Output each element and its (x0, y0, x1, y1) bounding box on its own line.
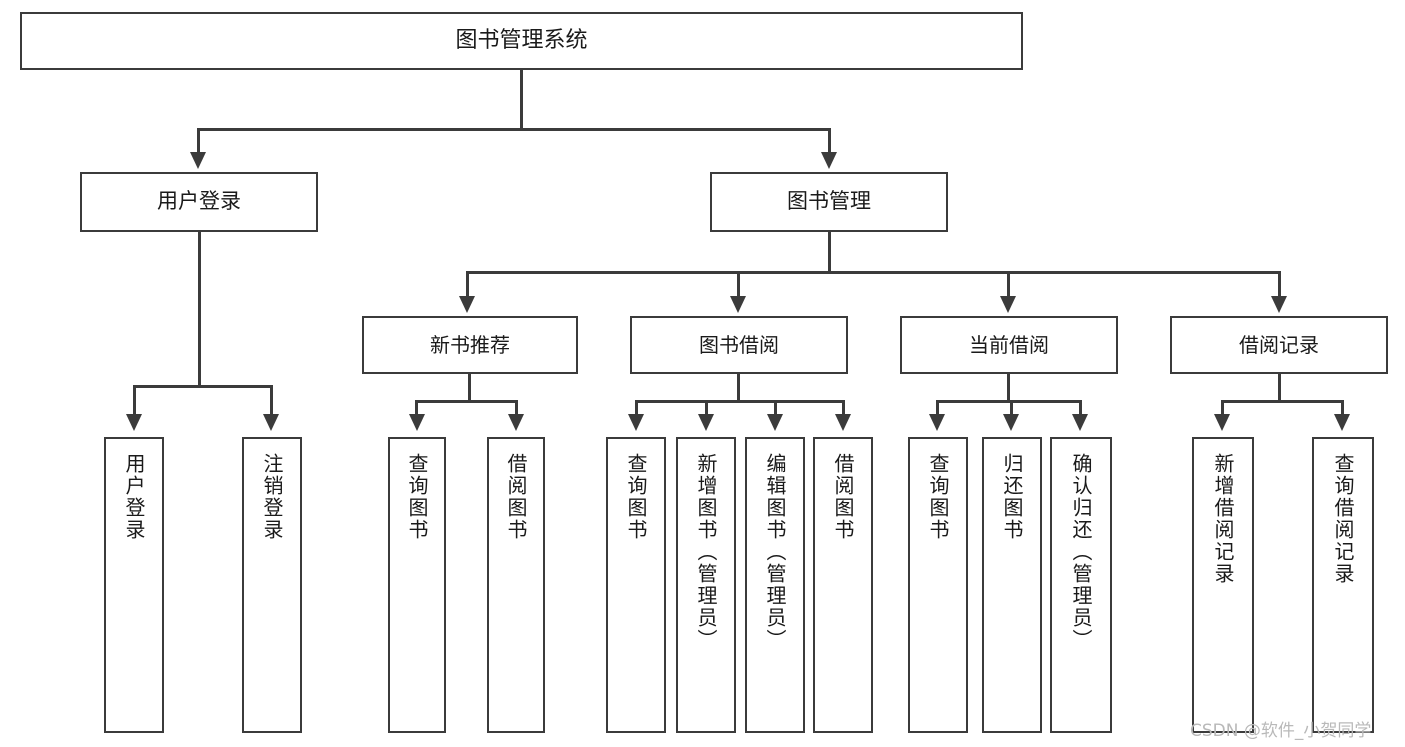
node-leaf-user-logout[interactable]: 注销登录 (242, 437, 302, 733)
arrowhead-leaf-user-logout (263, 414, 279, 431)
node-book-borrow-label: 图书借阅 (699, 332, 779, 357)
connector-book-borrow-stem (737, 374, 740, 402)
connector-bm-to-book-borrow (737, 271, 740, 298)
arrowhead-user-login (190, 152, 206, 169)
node-borrow-record[interactable]: 借阅记录 (1170, 316, 1388, 374)
connector-cb-to-confirm-return (1079, 400, 1082, 417)
node-current-borrow-label: 当前借阅 (969, 332, 1049, 357)
arrowhead-new-book-recommend (459, 296, 475, 313)
arrowhead-book-borrow (730, 296, 746, 313)
arrowhead-leaf-borrow-book-1 (508, 414, 524, 431)
node-current-borrow[interactable]: 当前借阅 (900, 316, 1118, 374)
node-leaf-query-book-2-label: 查询图书 (624, 453, 648, 541)
node-leaf-edit-book[interactable]: 编辑图书（管理员） (745, 437, 805, 733)
node-leaf-borrow-book-2[interactable]: 借阅图书 (813, 437, 873, 733)
arrowhead-current-borrow (1000, 296, 1016, 313)
node-new-book-recommend-label: 新书推荐 (430, 332, 510, 357)
node-leaf-query-record-label: 查询借阅记录 (1331, 453, 1355, 585)
node-leaf-add-record-label: 新增借阅记录 (1211, 453, 1235, 585)
connector-user-login-to-leaf-1 (133, 385, 136, 417)
node-book-manage-label: 图书管理 (787, 189, 871, 214)
connector-root-to-book-manage (828, 128, 831, 156)
node-book-borrow[interactable]: 图书借阅 (630, 316, 848, 374)
node-new-book-recommend[interactable]: 新书推荐 (362, 316, 578, 374)
node-leaf-query-book-3[interactable]: 查询图书 (908, 437, 968, 733)
connector-bm-to-new-book (466, 271, 469, 298)
connector-current-borrow-stem (1007, 374, 1010, 402)
csdn-watermark: CSDN @软件_小贺同学 (1190, 721, 1372, 741)
connector-current-borrow-bus (936, 400, 1082, 403)
arrowhead-leaf-add-record (1214, 414, 1230, 431)
connector-root-stem (520, 70, 523, 129)
connector-new-book-stem (468, 374, 471, 402)
connector-bb-to-query-book (635, 400, 638, 417)
node-root-label: 图书管理系统 (455, 27, 588, 53)
node-leaf-confirm-return[interactable]: 确认归还（管理员） (1050, 437, 1112, 733)
connector-cb-to-query-book (936, 400, 939, 417)
node-leaf-borrow-book-1[interactable]: 借阅图书 (487, 437, 545, 733)
node-leaf-add-record[interactable]: 新增借阅记录 (1192, 437, 1254, 733)
connector-cb-to-return-book (1010, 400, 1013, 417)
connector-user-login-bus (133, 385, 270, 388)
connector-new-book-bus (415, 400, 518, 403)
arrowhead-leaf-query-book-1 (409, 414, 425, 431)
connector-book-manage-stem (828, 232, 831, 273)
arrowhead-leaf-return-book (1003, 414, 1019, 431)
connector-user-login-to-leaf-2 (270, 385, 273, 417)
connector-root-to-user-login (197, 128, 200, 156)
node-leaf-user-login-label: 用户登录 (122, 453, 146, 541)
node-leaf-user-logout-label: 注销登录 (260, 453, 284, 541)
connector-bm-to-borrow-record (1278, 271, 1281, 298)
node-root[interactable]: 图书管理系统 (20, 12, 1023, 70)
connector-br-to-add-record (1221, 400, 1224, 417)
connector-borrow-record-bus (1221, 400, 1343, 403)
arrowhead-borrow-record (1271, 296, 1287, 313)
node-user-login[interactable]: 用户登录 (80, 172, 318, 232)
connector-book-borrow-bus (635, 400, 844, 403)
connector-user-login-stem (198, 232, 201, 387)
node-user-login-label: 用户登录 (157, 189, 241, 214)
connector-bb-to-borrow-book (842, 400, 845, 417)
node-leaf-return-book-label: 归还图书 (1000, 453, 1024, 541)
node-leaf-edit-book-label: 编辑图书（管理员） (763, 453, 787, 651)
connector-nb-to-query-book (415, 400, 418, 417)
connector-nb-to-borrow-book (515, 400, 518, 417)
arrowhead-leaf-add-book (698, 414, 714, 431)
arrowhead-leaf-confirm-return (1072, 414, 1088, 431)
node-book-manage[interactable]: 图书管理 (710, 172, 948, 232)
arrowhead-leaf-query-book-3 (929, 414, 945, 431)
arrowhead-leaf-query-record (1334, 414, 1350, 431)
connector-br-to-query-record (1341, 400, 1344, 417)
node-leaf-query-book-1-label: 查询图书 (405, 453, 429, 541)
node-leaf-query-book-1[interactable]: 查询图书 (388, 437, 446, 733)
node-leaf-borrow-book-1-label: 借阅图书 (504, 453, 528, 541)
connector-bm-to-current-borrow (1007, 271, 1010, 298)
arrowhead-leaf-user-login (126, 414, 142, 431)
node-leaf-add-book[interactable]: 新增图书（管理员） (676, 437, 736, 733)
connector-borrow-record-stem (1278, 374, 1281, 402)
arrowhead-leaf-query-book-2 (628, 414, 644, 431)
node-leaf-return-book[interactable]: 归还图书 (982, 437, 1042, 733)
node-leaf-borrow-book-2-label: 借阅图书 (831, 453, 855, 541)
connector-book-manage-bus (466, 271, 1281, 274)
node-leaf-query-record[interactable]: 查询借阅记录 (1312, 437, 1374, 733)
connector-root-bus (197, 128, 829, 131)
node-leaf-query-book-2[interactable]: 查询图书 (606, 437, 666, 733)
node-leaf-add-book-label: 新增图书（管理员） (694, 453, 718, 651)
arrowhead-book-manage (821, 152, 837, 169)
node-leaf-query-book-3-label: 查询图书 (926, 453, 950, 541)
node-leaf-user-login[interactable]: 用户登录 (104, 437, 164, 733)
connector-bb-to-add-book (705, 400, 708, 417)
arrowhead-leaf-borrow-book-2 (835, 414, 851, 431)
arrowhead-leaf-edit-book (767, 414, 783, 431)
connector-bb-to-edit-book (774, 400, 777, 417)
node-leaf-confirm-return-label: 确认归还（管理员） (1069, 453, 1093, 651)
node-borrow-record-label: 借阅记录 (1239, 332, 1319, 357)
